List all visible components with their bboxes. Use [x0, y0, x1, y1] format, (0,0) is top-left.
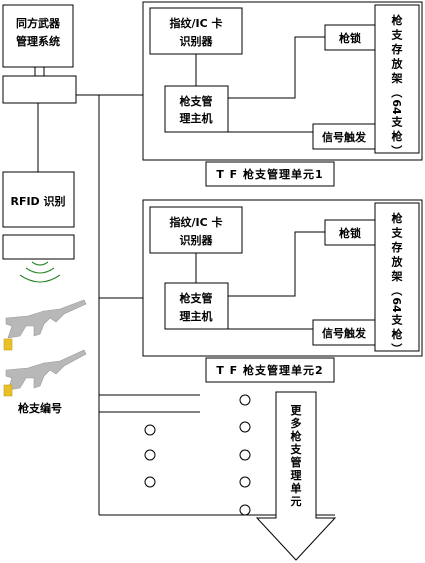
- system-title-line2: 管理系统: [16, 34, 60, 48]
- system-connector: [34, 66, 45, 77]
- placeholder-circles: [144, 394, 251, 516]
- placeholder-circle: [239, 449, 251, 461]
- rfid-box: [2, 171, 75, 228]
- unit2-rack-char: 支: [391, 313, 404, 327]
- placeholder-circle: [239, 476, 251, 488]
- unit1-rack-char: ）: [390, 145, 403, 156]
- unit1-rack-char: 存: [392, 42, 403, 56]
- unit2-reader-line2: 识别器: [180, 233, 214, 247]
- unit2-host-line2: 理主机: [180, 309, 213, 323]
- placeholder-circle: [239, 421, 251, 433]
- rfid-wave-1: [31, 261, 49, 266]
- unit1-signal-label: 信号触发: [322, 130, 367, 144]
- unit2-caption-box: [205, 357, 335, 383]
- more-units-char: 管: [291, 455, 302, 469]
- unit1-link-host-lock: [228, 36, 325, 99]
- unit2-rack-char: （: [390, 285, 403, 296]
- rfid-antenna: [2, 234, 75, 260]
- unit1-caption: T F 枪支管理单元1: [216, 167, 323, 181]
- unit2-host-box: [164, 282, 229, 330]
- unit2-lock-label: 枪锁: [339, 226, 361, 240]
- unit2-rack-char: 枪: [392, 211, 403, 225]
- more-units-char: 多: [291, 416, 302, 430]
- unit2-rack-char: 存: [392, 240, 403, 254]
- more-units-char: 枪: [291, 429, 302, 443]
- unit1-host-line2: 理主机: [180, 111, 213, 125]
- rfid-label: RFID 识别: [10, 194, 65, 208]
- placeholder-circle: [144, 476, 156, 488]
- placeholder-circle: [144, 449, 156, 461]
- rfid-wave-3: [19, 274, 61, 283]
- system-hub: [2, 75, 77, 104]
- unit1-host-line1: 枪支管: [180, 94, 213, 108]
- unit2-link-host-lock: [228, 231, 325, 297]
- unit1-frame: [142, 1, 423, 161]
- unit2-reader-line1: 指纹/IC 卡: [169, 215, 222, 229]
- unit2-frame: [142, 199, 423, 357]
- unit1-rack-char: 支: [391, 28, 404, 42]
- more-units-char: 元: [291, 495, 302, 508]
- unit2-rack-char: 架: [391, 269, 403, 283]
- more-units-char: 理: [291, 469, 302, 482]
- rfid-wave-2: [25, 267, 55, 274]
- rfid-tag-2: [3, 384, 13, 397]
- placeholder-circle: [144, 424, 156, 436]
- more-units-char: 单: [291, 481, 302, 495]
- unit2-rack-char: 64: [390, 297, 403, 313]
- unit1-rack-char: 架: [391, 71, 403, 85]
- unit1-caption-box: [205, 161, 335, 187]
- system-title-line1: 同方武器: [16, 16, 61, 30]
- unit2-caption: T F 枪支管理单元2: [216, 363, 323, 377]
- unit1-rack-char: 支: [391, 115, 404, 129]
- placeholder-circle: [239, 394, 251, 406]
- unit1-reader-line1: 指纹/IC 卡: [169, 16, 222, 30]
- placeholder-circle: [239, 504, 251, 516]
- gun-number-label: 枪支编号: [18, 401, 62, 415]
- unit-2: 指纹/IC 卡 识别器 枪支管 理主机 枪锁 信号触发 枪支存放架（64支枪） …: [142, 199, 423, 383]
- unit2-rack-char: 枪: [392, 327, 403, 341]
- rifle-icon-2: [3, 349, 87, 397]
- rifle-icon-1: [3, 299, 87, 351]
- unit1-rack-char: 枪: [392, 13, 403, 27]
- unit2-host-line1: 枪支管: [180, 291, 213, 305]
- unit2-rack-box: [374, 202, 420, 352]
- unit2-rack-char: ）: [390, 343, 403, 354]
- unit1-rack-char: 枪: [392, 129, 403, 143]
- rfid-tag-1: [3, 338, 13, 351]
- unit1-rack-char: 放: [391, 57, 404, 71]
- more-units-arrow: [255, 391, 337, 561]
- unit1-reader-line2: 识别器: [180, 34, 214, 48]
- unit1-rack-box: [374, 4, 420, 154]
- unit2-rack-char: 支: [391, 226, 404, 240]
- unit-1: 指纹/IC 卡 识别器 枪支管 理主机 枪锁 信号触发 枪支存放架（64支枪） …: [142, 1, 423, 187]
- unit1-rack-char: 64: [390, 99, 403, 115]
- unit1-rack-char: （: [390, 87, 403, 98]
- unit1-host-box: [164, 85, 229, 133]
- unit1-lock-label: 枪锁: [339, 31, 361, 45]
- more-units-char: 更: [291, 404, 303, 417]
- unit2-signal-label: 信号触发: [322, 326, 367, 340]
- more-units-char: 支: [290, 442, 303, 456]
- unit2-rack-char: 放: [391, 255, 404, 269]
